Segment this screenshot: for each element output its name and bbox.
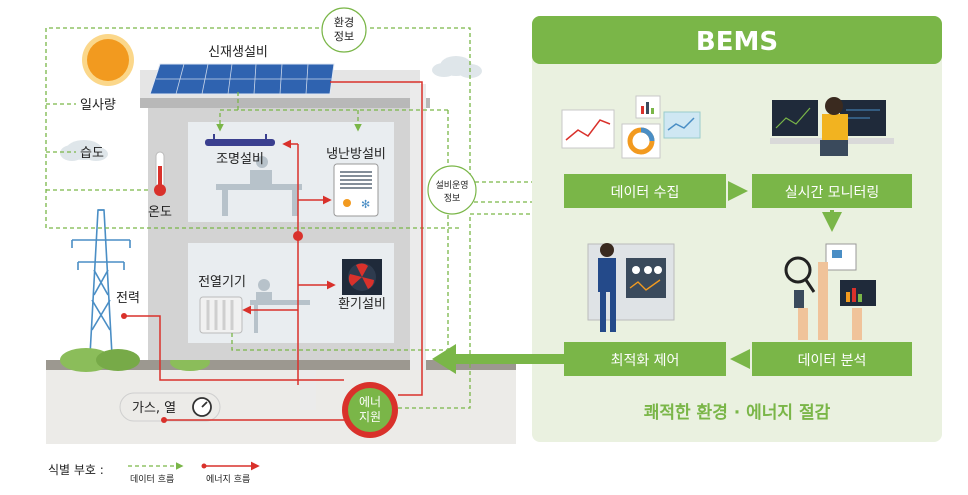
optimal-control-label: 최적화 제어 <box>611 353 680 369</box>
humidity-label: 습도 <box>80 146 104 161</box>
bems-panel <box>532 16 942 442</box>
cloud-icon <box>60 140 108 161</box>
hvac-label: 냉난방설비 <box>326 147 386 162</box>
lighting-label: 조명설비 <box>216 152 264 167</box>
bems-title: BEMS <box>696 27 778 57</box>
energy-source-badge: 에너 지원 <box>342 382 398 438</box>
process-arrows <box>728 181 842 369</box>
power-tower-icon <box>71 209 131 356</box>
legend-title: 식별 부호 : <box>48 463 104 477</box>
bems-slogan: 쾌적한 환경 · 에너지 절감 <box>644 402 831 423</box>
ops-info-badge: 설비운영 정보 <box>427 165 477 215</box>
optimal-control-box: 최적화 제어 <box>564 342 726 376</box>
env-info-label: 환경 <box>334 16 354 29</box>
realtime-monitoring-label: 실시간 모니터링 <box>785 185 880 201</box>
power-label: 전력 <box>116 291 140 306</box>
analysis-devices-icon <box>784 243 876 340</box>
heater-label: 전열기기 <box>198 275 246 290</box>
renewable-label: 신재생설비 <box>208 45 268 60</box>
radiator-icon <box>199 296 243 334</box>
legend: 식별 부호 : 데이터 흐름 에너지 흐름 <box>48 461 260 485</box>
data-analysis-label: 데이터 분석 <box>798 353 867 369</box>
ops-info-label: 설비운영 <box>435 180 468 191</box>
air-conditioner-icon: ✻ <box>333 163 379 217</box>
energy-source-label: 에너 <box>359 395 381 409</box>
control-arrow <box>432 344 564 374</box>
env-info-badge: 환경 정보 <box>321 7 367 53</box>
thermometer-icon <box>154 151 166 196</box>
bems-header <box>532 16 942 64</box>
svg-text:✻: ✻ <box>361 198 370 211</box>
energy-flow-lines <box>124 81 556 421</box>
legend-energy-flow-label: 에너지 흐름 <box>206 474 250 485</box>
ventilation-label: 환기설비 <box>338 297 386 312</box>
sunlight-label: 일사량 <box>80 98 116 113</box>
light-fixture-icon <box>205 134 275 146</box>
energy-junction <box>293 231 303 241</box>
ventilation-fan-icon <box>342 259 382 295</box>
env-info-label-2: 정보 <box>334 30 354 43</box>
data-collection-box: 데이터 수집 <box>564 174 726 208</box>
building <box>140 70 430 410</box>
monitoring-workstation-icon <box>770 97 894 156</box>
legend-data-flow-label: 데이터 흐름 <box>130 474 174 485</box>
office-desk <box>216 156 302 216</box>
cloud-icon <box>432 56 482 78</box>
office-desk <box>250 279 310 333</box>
data-collection-label: 데이터 수집 <box>611 185 680 201</box>
sun-icon <box>82 34 134 86</box>
temperature-label: 온도 <box>148 205 172 220</box>
charts-illustration <box>561 95 701 159</box>
ops-info-label-2: 정보 <box>444 193 461 204</box>
data-analysis-box: 데이터 분석 <box>752 342 912 376</box>
gas-meter-icon <box>192 397 212 417</box>
energy-source-label-2: 지원 <box>359 410 381 424</box>
gas-heat-label: 가스, 열 <box>132 401 176 416</box>
operator-control-panel-icon <box>587 243 675 332</box>
realtime-monitoring-box: 실시간 모니터링 <box>752 174 912 208</box>
solar-panel-icon <box>149 63 335 95</box>
